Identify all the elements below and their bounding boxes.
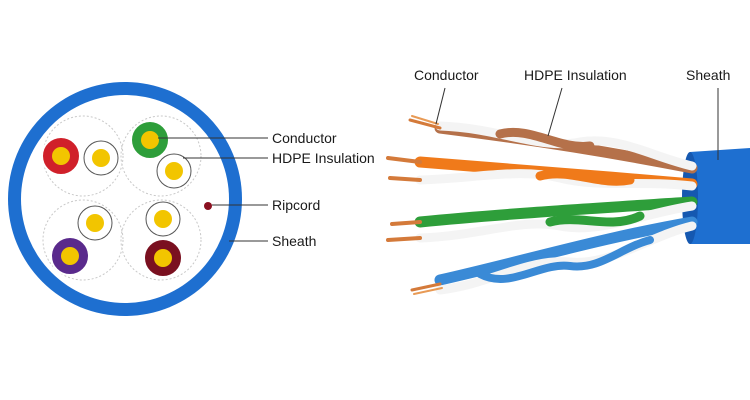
wire-blue bbox=[434, 216, 698, 286]
conductor-core bbox=[86, 214, 104, 232]
wire-green-twist bbox=[545, 211, 645, 227]
ripcord-dot bbox=[204, 202, 212, 210]
copper-conductor bbox=[411, 115, 439, 125]
leader-insulation-right bbox=[547, 87, 563, 137]
wire-brown-twist bbox=[495, 128, 595, 151]
conductor-core bbox=[92, 149, 110, 167]
wire-green bbox=[414, 196, 698, 228]
label-hdpe-insulation: HDPE Insulation bbox=[272, 150, 375, 166]
copper-conductor bbox=[408, 118, 442, 130]
label-ripcord: Ripcord bbox=[272, 197, 320, 213]
leader-conductor-right bbox=[435, 87, 446, 125]
conductor-core bbox=[61, 247, 79, 265]
cross-section: Conductor HDPE Insulation Ripcord Sheath bbox=[8, 82, 375, 316]
label-conductor-right: Conductor bbox=[414, 67, 479, 83]
label-sheath-right: Sheath bbox=[686, 67, 730, 83]
copper-conductor bbox=[413, 287, 443, 295]
cable-sheath bbox=[687, 148, 750, 244]
sheath-inner-cavity bbox=[21, 95, 229, 303]
copper-conductor bbox=[410, 282, 442, 292]
copper-conductor bbox=[390, 220, 422, 226]
conductor-core bbox=[52, 147, 70, 165]
pair-boundary bbox=[120, 199, 202, 281]
label-sheath: Sheath bbox=[272, 233, 316, 249]
pair-boundary bbox=[42, 199, 124, 281]
wire-white-green bbox=[415, 201, 697, 243]
pair-boundary bbox=[120, 115, 202, 197]
label-conductor: Conductor bbox=[272, 130, 337, 146]
label-hdpe-insulation-right: HDPE Insulation bbox=[524, 67, 627, 83]
wire-blue-twist bbox=[476, 236, 654, 283]
copper-conductor bbox=[388, 176, 422, 182]
wire-orange-twist bbox=[535, 169, 635, 186]
conductor-core bbox=[141, 131, 159, 149]
conductor-core bbox=[154, 249, 172, 267]
conductor-core bbox=[154, 210, 172, 228]
cable-side-view: Conductor HDPE Insulation Sheath bbox=[386, 67, 750, 295]
copper-conductor bbox=[386, 236, 422, 242]
conductor-core bbox=[165, 162, 183, 180]
copper-conductor bbox=[386, 156, 422, 164]
